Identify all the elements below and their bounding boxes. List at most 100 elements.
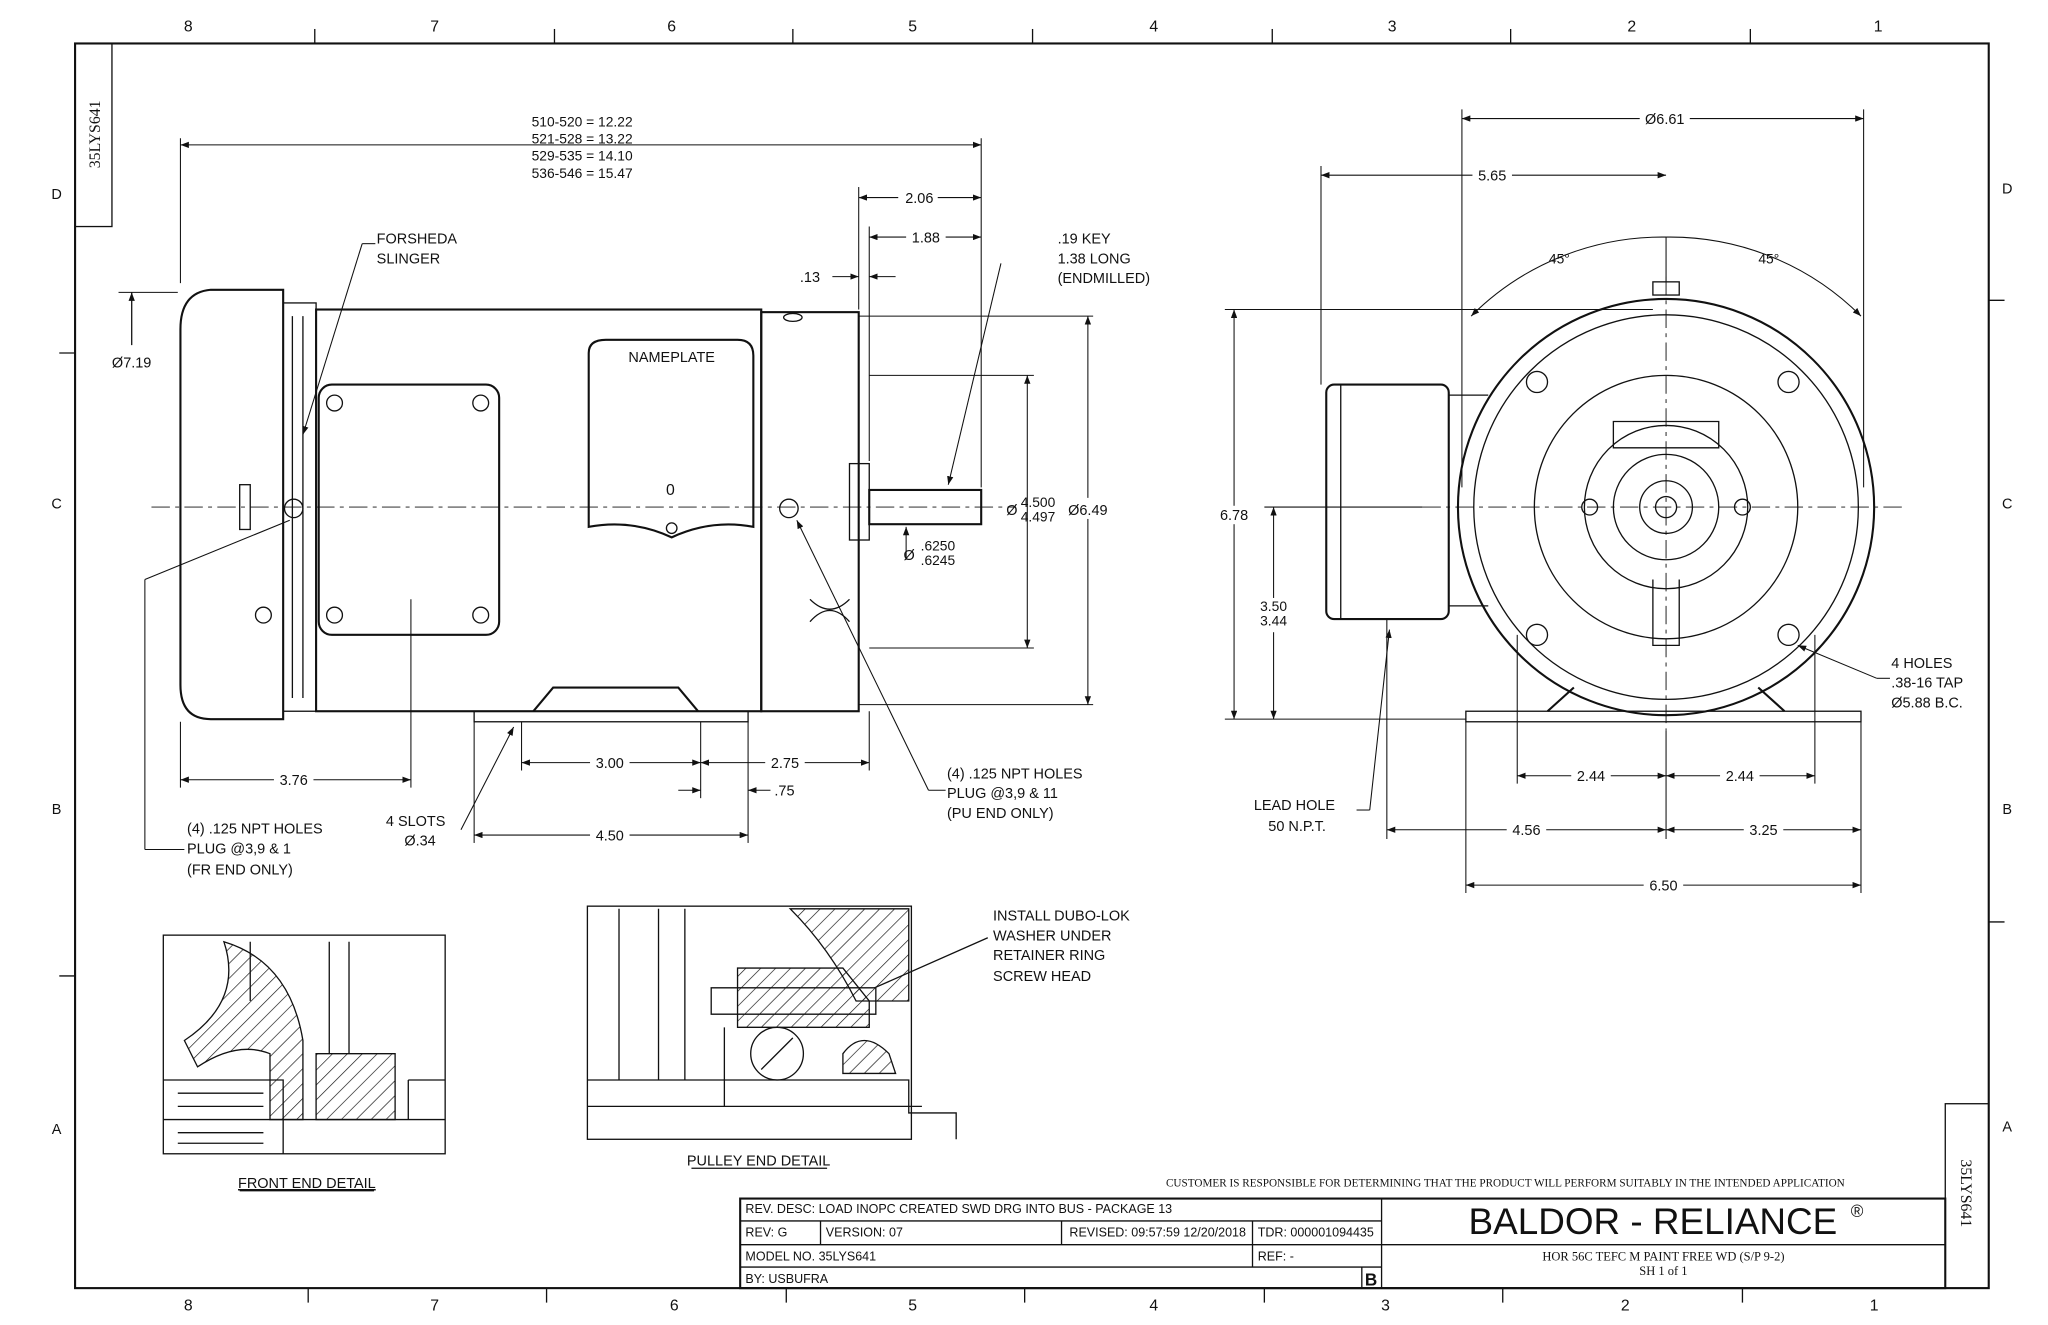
conduit-box bbox=[317, 383, 501, 636]
svg-text:A: A bbox=[52, 1122, 62, 1138]
ref: REF: - bbox=[1258, 1249, 1294, 1263]
svg-text:4.50: 4.50 bbox=[596, 828, 624, 844]
model-label-bottom-right: 35LYS641 bbox=[1957, 1159, 1974, 1227]
svg-text:2: 2 bbox=[1621, 1298, 1630, 1315]
column-numbers-top: 8 7 6 5 4 3 2 1 bbox=[184, 19, 1883, 36]
company-name: BALDOR - RELIANCE bbox=[1469, 1201, 1838, 1242]
disclaimer: CUSTOMER IS RESPONSIBLE FOR DETERMINING … bbox=[1166, 1178, 1845, 1190]
svg-text:2.44: 2.44 bbox=[1577, 769, 1605, 785]
base bbox=[473, 710, 749, 723]
svg-text:WASHER UNDER: WASHER UNDER bbox=[993, 928, 1111, 944]
svg-text:8: 8 bbox=[184, 19, 193, 36]
svg-text:B: B bbox=[52, 802, 62, 818]
model-label-top-left: 35LYS641 bbox=[87, 100, 104, 168]
title-block: CUSTOMER IS RESPONSIBLE FOR DETERMINING … bbox=[739, 1178, 1947, 1289]
version: VERSION: 07 bbox=[826, 1226, 903, 1240]
svg-text:4.497: 4.497 bbox=[1021, 509, 1056, 525]
svg-text:Ø5.88 B.C.: Ø5.88 B.C. bbox=[1891, 695, 1963, 711]
svg-text:5: 5 bbox=[908, 1298, 917, 1315]
svg-text:5: 5 bbox=[908, 19, 917, 36]
svg-text:C: C bbox=[51, 496, 61, 512]
motor-frame bbox=[315, 308, 763, 713]
front-end-detail: FRONT END DETAIL bbox=[162, 934, 446, 1192]
svg-text:4 HOLES: 4 HOLES bbox=[1891, 656, 1952, 672]
svg-text:536-546 = 15.47: 536-546 = 15.47 bbox=[532, 165, 633, 181]
svg-text:6.78: 6.78 bbox=[1220, 508, 1248, 524]
overall-length-table: 510-520 = 12.22 521-528 = 13.22 529-535 … bbox=[532, 113, 633, 180]
svg-text:1: 1 bbox=[1870, 1298, 1879, 1315]
svg-text:RETAINER RING: RETAINER RING bbox=[993, 948, 1105, 964]
foot bbox=[532, 686, 699, 712]
svg-text:PLUG @3,9 & 11: PLUG @3,9 & 11 bbox=[947, 786, 1058, 802]
end-view-conduit-box bbox=[1325, 383, 1450, 621]
svg-text:1: 1 bbox=[1874, 19, 1883, 36]
svg-text:Ø6.61: Ø6.61 bbox=[1645, 112, 1684, 128]
sheet-size: B bbox=[1365, 1270, 1377, 1289]
svg-text:6: 6 bbox=[670, 1298, 679, 1315]
svg-text:NAMEPLATE: NAMEPLATE bbox=[628, 350, 715, 366]
svg-text:4 SLOTS: 4 SLOTS bbox=[386, 814, 446, 830]
svg-text:2.06: 2.06 bbox=[905, 191, 933, 207]
model-no: MODEL NO. 35LYS641 bbox=[745, 1249, 876, 1263]
svg-text:7: 7 bbox=[430, 1298, 439, 1315]
end-bracket bbox=[760, 311, 860, 713]
svg-text:SLINGER: SLINGER bbox=[377, 251, 441, 267]
svg-text:4: 4 bbox=[1149, 1298, 1158, 1315]
fan-cover bbox=[179, 288, 285, 721]
svg-text:D: D bbox=[51, 187, 61, 203]
svg-text:FRONT END DETAIL: FRONT END DETAIL bbox=[238, 1176, 376, 1192]
svg-text:PLUG @3,9 & 1: PLUG @3,9 & 1 bbox=[187, 841, 291, 857]
svg-text:Ø.34: Ø.34 bbox=[404, 834, 435, 850]
svg-text:(PU END ONLY): (PU END ONLY) bbox=[947, 806, 1054, 822]
svg-text:Ø: Ø bbox=[1006, 503, 1017, 519]
svg-text:3.50: 3.50 bbox=[1260, 598, 1287, 614]
svg-text:6.50: 6.50 bbox=[1649, 878, 1677, 894]
svg-text:3: 3 bbox=[1381, 1298, 1390, 1315]
svg-text:529-535 = 14.10: 529-535 = 14.10 bbox=[532, 148, 633, 164]
svg-text:3.25: 3.25 bbox=[1749, 823, 1777, 839]
svg-text:PULLEY END DETAIL: PULLEY END DETAIL bbox=[687, 1154, 830, 1170]
svg-text:FORSHEDA: FORSHEDA bbox=[377, 232, 458, 248]
svg-text:4.500: 4.500 bbox=[1021, 494, 1056, 510]
end-view: Ø6.61 5.65 45° 45° 6.78 3.50 3.44 2.44 2… bbox=[1214, 109, 1963, 894]
svg-text:Ø7.19: Ø7.19 bbox=[112, 355, 151, 371]
svg-text:(4) .125 NPT HOLES: (4) .125 NPT HOLES bbox=[947, 766, 1083, 782]
sheet-number: SH 1 of 1 bbox=[1639, 1264, 1687, 1278]
svg-text:2: 2 bbox=[1627, 19, 1636, 36]
svg-text:521-528 = 13.22: 521-528 = 13.22 bbox=[532, 131, 633, 147]
svg-text:3.44: 3.44 bbox=[1260, 613, 1287, 629]
svg-text:LEAD HOLE: LEAD HOLE bbox=[1254, 798, 1336, 814]
rev: REV: G bbox=[745, 1226, 787, 1240]
svg-text:2.75: 2.75 bbox=[771, 756, 799, 772]
svg-text:510-520 = 12.22: 510-520 = 12.22 bbox=[532, 113, 633, 129]
svg-text:45°: 45° bbox=[1549, 250, 1570, 266]
end-view-base bbox=[1465, 710, 1862, 723]
svg-text:D: D bbox=[2002, 182, 2012, 198]
pulley-end-detail: PULLEY END DETAIL INSTALL DUBO-LOK WASHE… bbox=[586, 905, 1130, 1170]
tdr: TDR: 000001094435 bbox=[1258, 1226, 1374, 1240]
nameplate bbox=[587, 338, 755, 539]
svg-text:(4) .125 NPT HOLES: (4) .125 NPT HOLES bbox=[187, 822, 323, 838]
svg-text:4.56: 4.56 bbox=[1512, 823, 1540, 839]
svg-text:3.76: 3.76 bbox=[280, 773, 308, 789]
svg-text:50 N.P.T.: 50 N.P.T. bbox=[1268, 819, 1326, 835]
svg-text:A: A bbox=[2002, 1119, 2012, 1135]
revised: REVISED: 09:57:59 12/20/2018 bbox=[1069, 1226, 1246, 1240]
svg-text:.6245: .6245 bbox=[921, 552, 956, 568]
svg-text:.19 KEY: .19 KEY bbox=[1058, 232, 1111, 248]
drawn-by: BY: USBUFRA bbox=[745, 1272, 828, 1286]
svg-text:7: 7 bbox=[430, 19, 439, 36]
svg-text:3: 3 bbox=[1388, 19, 1397, 36]
svg-text:2.44: 2.44 bbox=[1726, 769, 1754, 785]
svg-text:(FR END ONLY): (FR END ONLY) bbox=[187, 863, 293, 879]
svg-text:C: C bbox=[2002, 496, 2012, 512]
svg-text:SCREW HEAD: SCREW HEAD bbox=[993, 969, 1091, 985]
svg-text:INSTALL DUBO-LOK: INSTALL DUBO-LOK bbox=[993, 909, 1130, 925]
svg-text:45°: 45° bbox=[1758, 250, 1779, 266]
svg-text:.13: .13 bbox=[800, 270, 820, 286]
svg-text:B: B bbox=[2002, 802, 2012, 818]
svg-text:Ø: Ø bbox=[903, 548, 914, 564]
svg-text:8: 8 bbox=[184, 1298, 193, 1315]
svg-text:0: 0 bbox=[666, 482, 675, 499]
